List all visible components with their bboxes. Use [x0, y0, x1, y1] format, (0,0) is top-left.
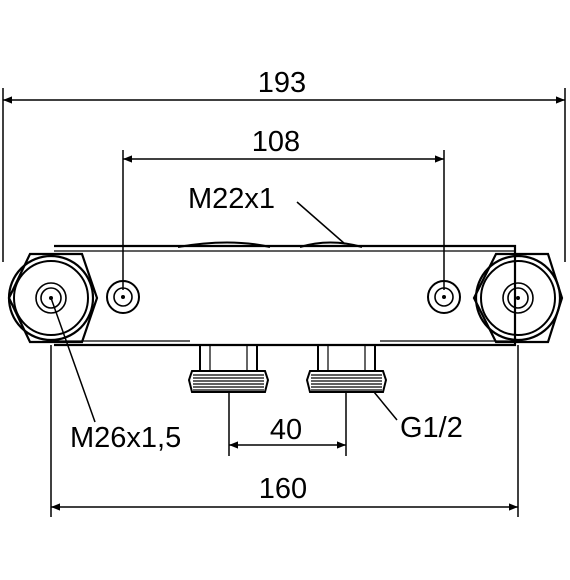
- left-mounting-hole: [106, 280, 140, 314]
- left-fitting: [7, 252, 99, 344]
- dimension-overall-width: 193: [2, 67, 566, 262]
- dimension-overall-width-label: 193: [258, 67, 306, 99]
- label-side-connection: M26x1,5: [70, 422, 181, 454]
- right-mounting-hole: [427, 280, 461, 314]
- left-outlet-thread-lines: [193, 374, 264, 391]
- label-top-connection: M22x1: [188, 183, 275, 215]
- right-fitting: [472, 252, 564, 344]
- dimension-inlet-spacing-label: 108: [252, 126, 300, 158]
- right-fitting-center-mark: [516, 296, 520, 300]
- left-outlet-thread: [187, 344, 270, 393]
- dimension-connection-centers-label: 160: [259, 473, 307, 505]
- right-outlet-thread-lines: [311, 374, 382, 391]
- right-outlet-thread: [305, 344, 388, 393]
- dimension-outlet-spacing-label: 40: [270, 414, 302, 446]
- dimension-outlet-spacing: 40: [228, 392, 347, 456]
- dimension-inlet-spacing: 108: [122, 126, 445, 290]
- dimension-connection-centers: 160: [50, 345, 519, 517]
- leader-side-connection: M26x1,5: [50, 297, 181, 454]
- leader-top-connection: M22x1: [188, 183, 346, 245]
- label-outlet-thread: G1/2: [400, 412, 463, 444]
- leader-outlet-thread: G1/2: [373, 391, 463, 444]
